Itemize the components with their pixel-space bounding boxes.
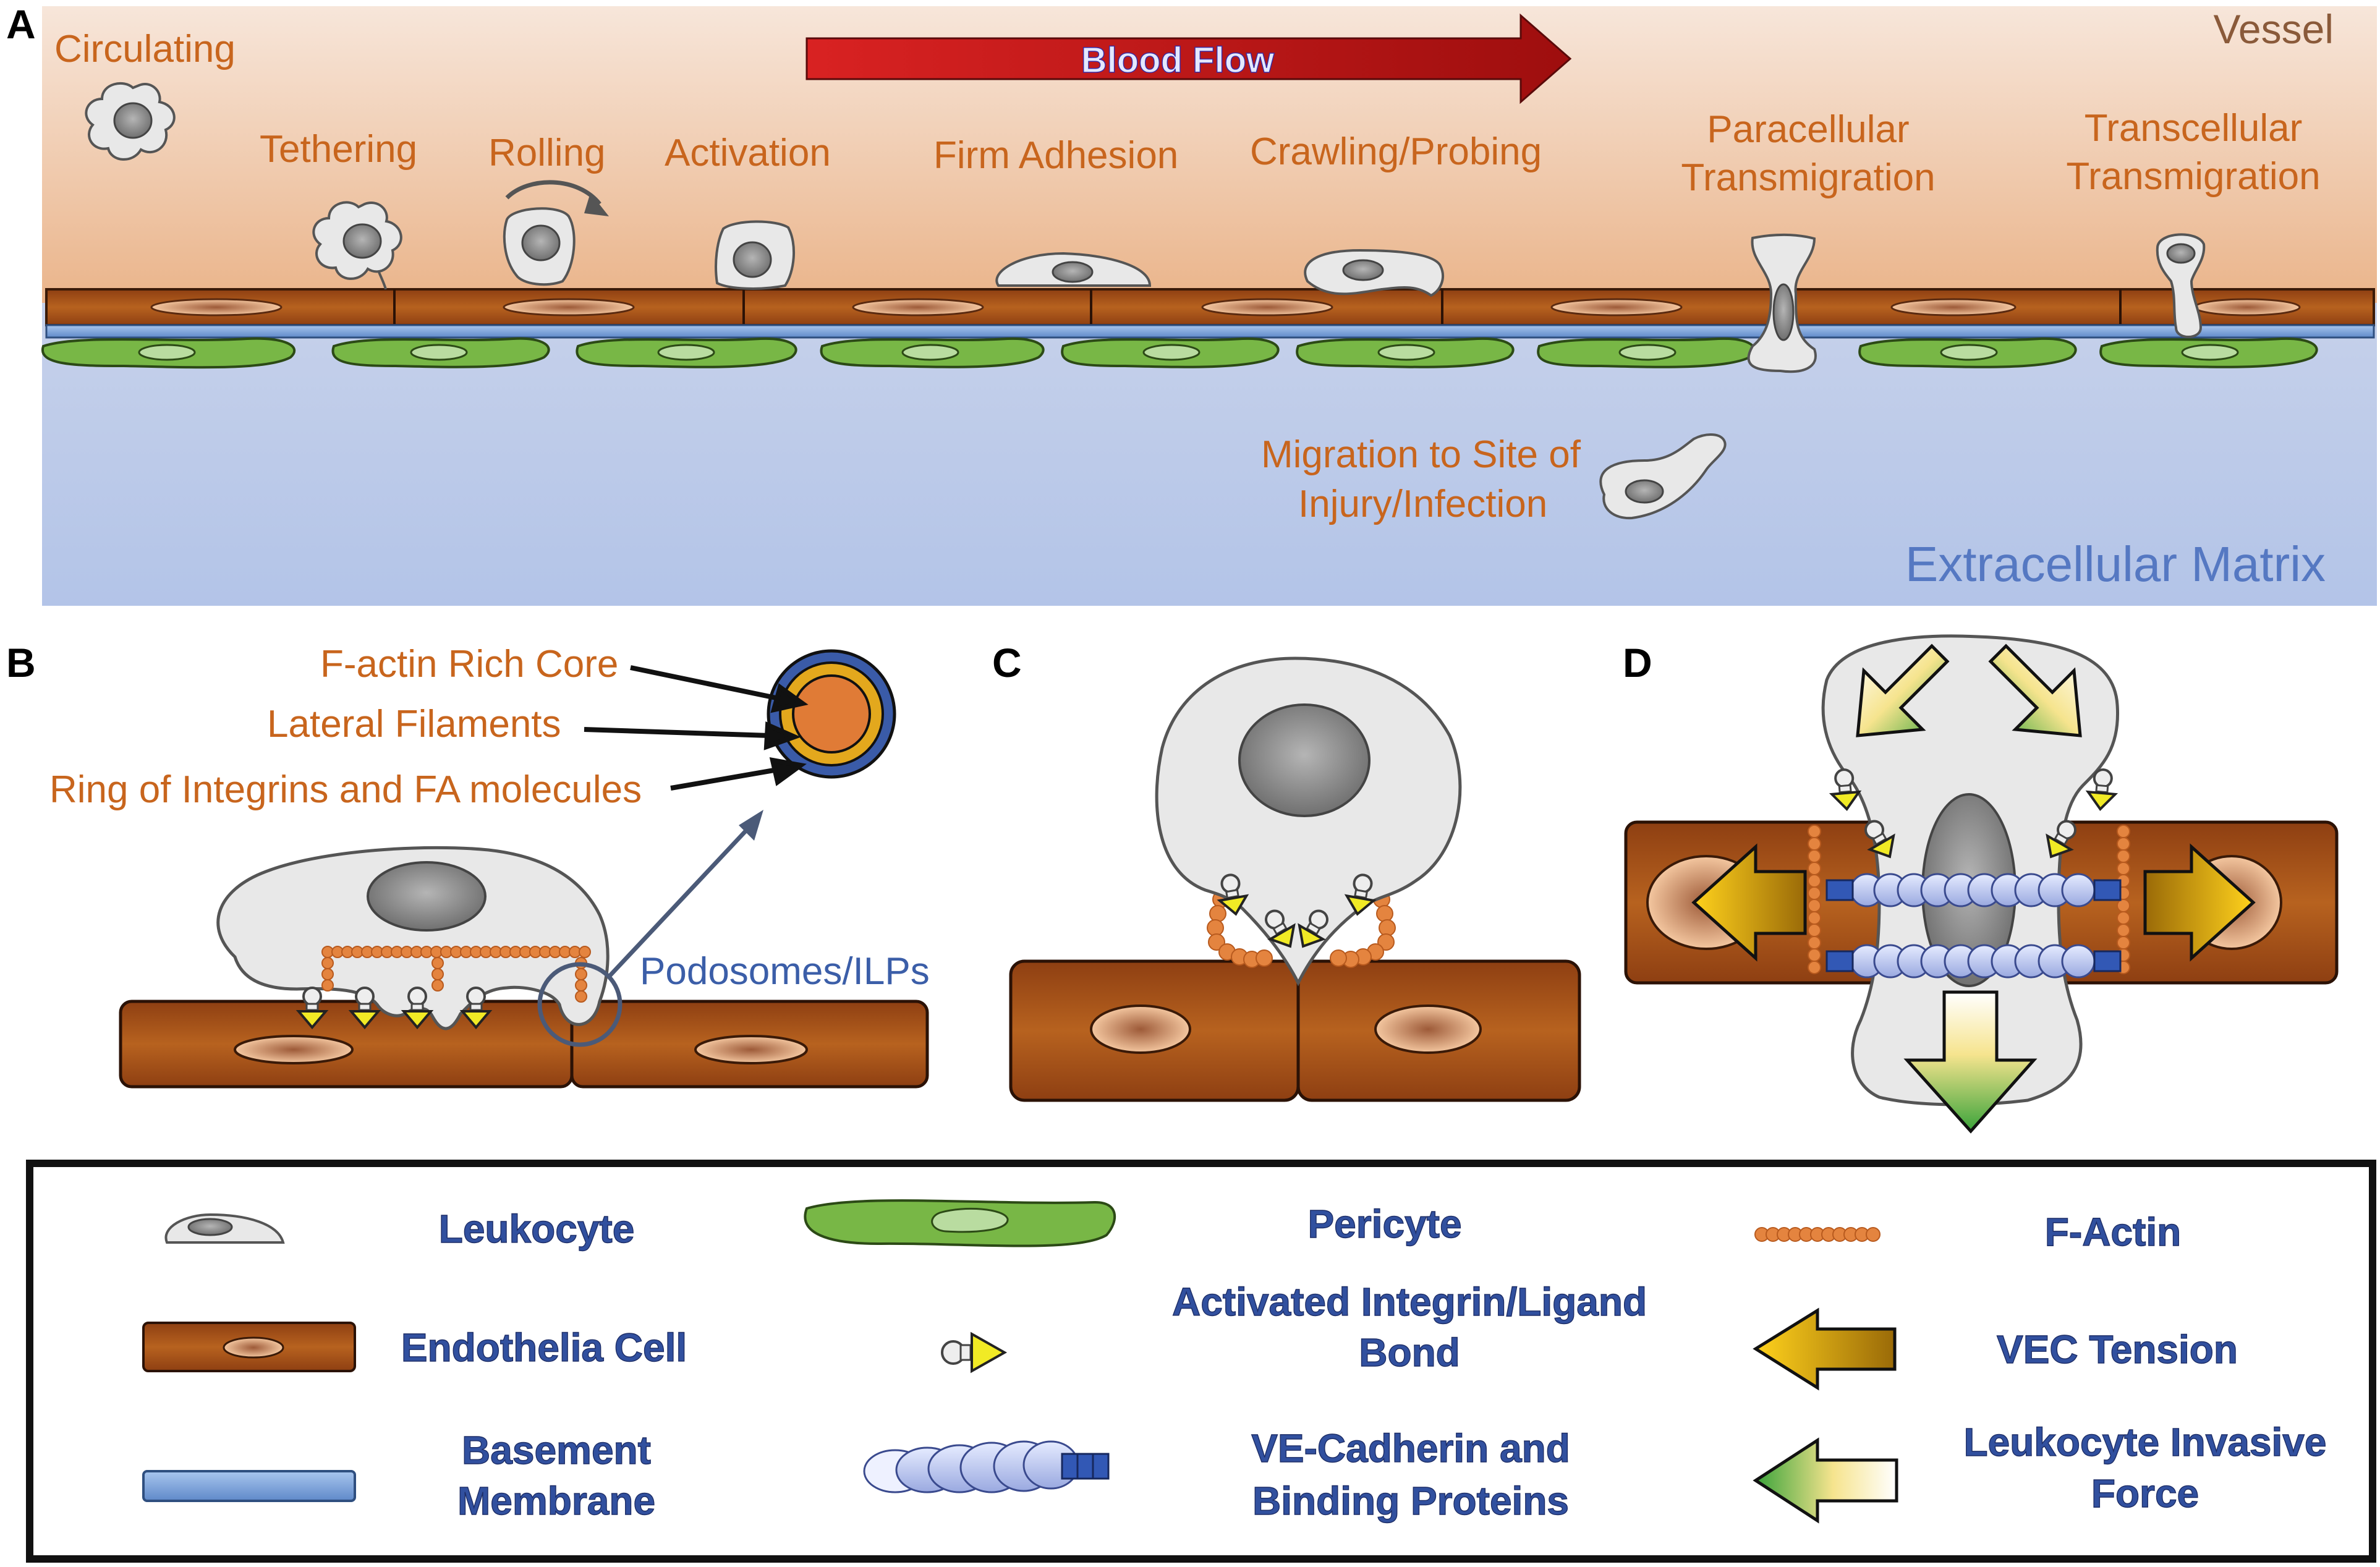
invasive-arrow-down	[1903, 990, 2038, 1134]
legend-box	[26, 1160, 2376, 1563]
legend-integrin-label-2: Bond	[1359, 1330, 1460, 1375]
podosome-target-icon	[767, 649, 896, 779]
panel-letter-b: B	[6, 640, 36, 686]
legend-ve-cadherin-icon	[863, 1440, 1110, 1493]
step-transcellular-2: Transmigration	[2066, 155, 2320, 198]
legend-ve-cadherin-label-2: Binding Proteins	[1252, 1479, 1569, 1523]
leukocyte-firm-adhesion	[995, 252, 1152, 287]
vec-tension-arrow-left	[1691, 843, 1807, 962]
leukocyte-tethering	[312, 201, 402, 290]
ecm-label: Extracellular Matrix	[1905, 537, 2326, 592]
podosome-magnifier	[537, 962, 623, 1047]
leukocyte-activation	[715, 220, 795, 290]
blood-flow-label: Blood Flow	[1081, 40, 1275, 80]
step-tethering: Tethering	[260, 128, 417, 171]
leukocyte-crawling	[1304, 248, 1444, 297]
basement-membrane	[45, 324, 2375, 339]
legend-pericyte-icon	[804, 1199, 1116, 1247]
legend-invasive-force-label-2: Force	[2091, 1471, 2199, 1516]
core-label: F-actin Rich Core	[320, 643, 618, 686]
leukocyte-migrating	[1599, 433, 1727, 520]
legend-endothelial-label: Endothelia Cell	[401, 1325, 687, 1370]
step-migration-1: Migration to Site of	[1261, 433, 1581, 476]
step-firm-adhesion: Firm Adhesion	[933, 134, 1178, 177]
legend-f-actin-label: F-Actin	[2045, 1210, 2181, 1254]
vessel-label: Vessel	[2214, 6, 2334, 52]
legend-integrin-icon	[941, 1331, 1008, 1374]
legend: Leukocyte Pericyte F-Actin Endothelia Ce…	[26, 1160, 2376, 1563]
podosome-label: Podosomes/ILPs	[640, 950, 930, 993]
legend-ve-cadherin-label-1: VE-Cadherin and	[1251, 1426, 1570, 1471]
panel-letter-d: D	[1623, 640, 1652, 686]
leukocyte-body	[1155, 656, 1462, 987]
legend-basement-label-2: Membrane	[457, 1479, 655, 1523]
legend-leukocyte-icon	[164, 1213, 285, 1244]
step-crawling: Crawling/Probing	[1250, 130, 1542, 173]
ring-label: Ring of Integrins and FA molecules	[49, 768, 642, 811]
step-paracellular-2: Transmigration	[1681, 156, 1935, 199]
step-transcellular-1: Transcellular	[2085, 107, 2303, 150]
panel-a: A Vessel Extracellular Matrix Blood Flow…	[6, 1, 2377, 606]
endothelial-layer	[45, 288, 2375, 326]
panel-letter-a: A	[6, 1, 36, 47]
invasive-arrow-up-left	[1856, 643, 1950, 737]
f-actin-vertical	[1808, 825, 2130, 974]
step-migration-2: Injury/Infection	[1298, 483, 1547, 525]
invasive-arrow-up-right	[1988, 643, 2082, 737]
legend-leukocyte-label: Leukocyte	[439, 1207, 635, 1251]
legend-integrin-label-1: Activated Integrin/Ligand	[1172, 1280, 1647, 1324]
panel-d: D	[1623, 634, 2339, 1134]
panel-letter-c: C	[992, 640, 1022, 686]
legend-invasive-force-label-1: Leukocyte Invasive	[1964, 1420, 2327, 1464]
pericyte-row	[41, 337, 2318, 369]
legend-basement-icon	[142, 1470, 356, 1502]
legend-f-actin-icon	[1754, 1227, 1881, 1242]
leukocyte-rolling	[503, 180, 609, 286]
step-paracellular-1: Paracellular	[1707, 108, 1909, 151]
vec-tension-arrow-right	[2143, 843, 2256, 962]
leukocyte-body	[216, 846, 610, 1030]
pericyte-nuclei	[138, 344, 2239, 361]
legend-endothelial-icon	[142, 1322, 356, 1372]
legend-vec-tension-icon	[1753, 1307, 1897, 1391]
legend-basement-label-1: Basement	[462, 1428, 651, 1472]
ve-cadherin-chain	[1850, 873, 2096, 979]
blood-flow-arrow: Blood Flow	[805, 13, 1572, 104]
panel-b: B	[6, 640, 930, 1089]
legend-invasive-force-icon	[1753, 1437, 1898, 1524]
step-circulating: Circulating	[54, 28, 236, 70]
step-activation: Activation	[665, 132, 831, 174]
leukocyte-paracellular	[1747, 233, 1817, 373]
leukocyte-transcellular	[2156, 233, 2206, 338]
leukocyte-circulating	[85, 82, 176, 161]
panel-c: C	[992, 640, 1581, 1102]
legend-pericyte-label: Pericyte	[1307, 1202, 1461, 1246]
legend-vec-tension-label: VEC Tension	[1997, 1327, 2238, 1372]
lateral-label: Lateral Filaments	[267, 703, 561, 745]
step-rolling: Rolling	[488, 132, 606, 174]
